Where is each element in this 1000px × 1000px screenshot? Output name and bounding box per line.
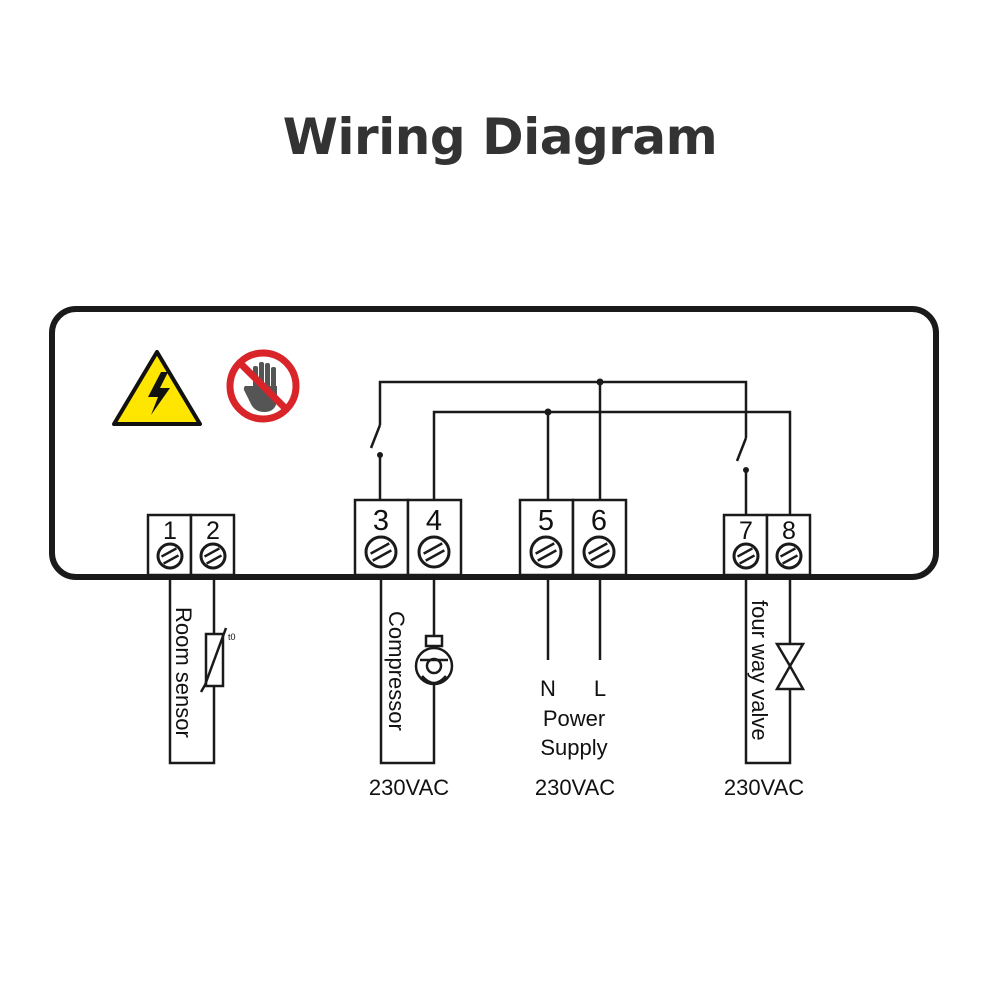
- compressor-motor-icon: [414, 634, 454, 686]
- internal-wiring: [369, 380, 792, 515]
- screw-icon: [775, 542, 803, 570]
- thermistor-icon: t0: [199, 627, 236, 693]
- terminal-number-7: 7: [739, 517, 753, 545]
- terminal-number-3: 3: [373, 505, 389, 537]
- four-way-valve-icon: [774, 642, 806, 691]
- terminal-number-6: 6: [591, 505, 607, 537]
- junction-dot: [596, 378, 604, 386]
- power-supply-label-line1: Power: [543, 706, 605, 731]
- controller-housing: [49, 306, 939, 580]
- high-voltage-warning-icon: [112, 350, 202, 426]
- power-supply-label-line2: Supply: [540, 735, 607, 760]
- valve-voltage: 230VAC: [724, 775, 804, 800]
- compressor-voltage: 230VAC: [369, 775, 449, 800]
- neutral-label: N: [540, 676, 556, 701]
- relay-contact: [743, 467, 749, 473]
- page-title: Wiring Diagram: [282, 108, 718, 166]
- power-voltage: 230VAC: [535, 775, 615, 800]
- terminal-number-8: 8: [782, 517, 796, 545]
- screw-icon: [417, 535, 451, 569]
- screw-icon: [156, 542, 184, 570]
- relay-contact: [377, 452, 383, 458]
- terminal-number-5: 5: [538, 505, 554, 537]
- sensor-symbol: t0: [228, 632, 236, 642]
- screw-icon: [732, 542, 760, 570]
- external-wiring: [168, 575, 792, 765]
- screw-icon: [582, 535, 616, 569]
- screw-icon: [529, 535, 563, 569]
- terminal-number-2: 2: [206, 517, 220, 545]
- four-way-valve-label: four way valve: [747, 600, 772, 741]
- terminal-number-1: 1: [163, 517, 177, 545]
- screw-icon: [199, 542, 227, 570]
- screw-icon: [364, 535, 398, 569]
- live-label: L: [594, 676, 606, 701]
- junction-dot: [544, 408, 552, 416]
- terminal-number-4: 4: [426, 505, 442, 537]
- do-not-touch-icon: [226, 349, 300, 423]
- room-sensor-label: Room sensor: [171, 607, 196, 738]
- compressor-label: Compressor: [384, 611, 409, 731]
- terminal-screws: [156, 535, 803, 570]
